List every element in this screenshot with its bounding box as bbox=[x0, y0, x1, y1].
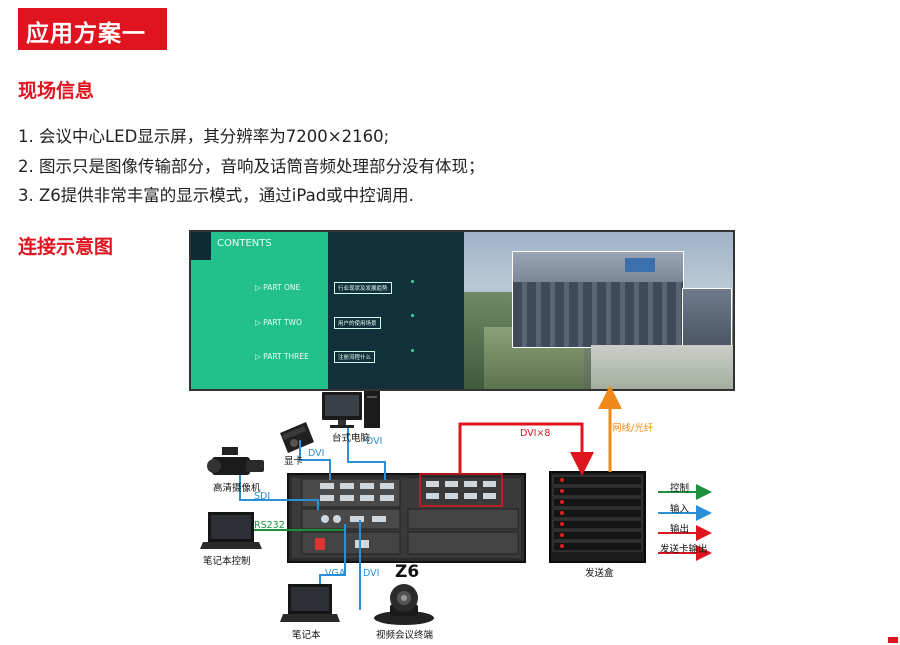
diagram-heading: 连接示意图 bbox=[18, 236, 114, 258]
sender-box bbox=[549, 471, 646, 563]
link-sdi bbox=[239, 475, 319, 510]
legend-input-label: 输入 bbox=[670, 504, 690, 515]
label-dvi-x8: DVI×8 bbox=[520, 428, 551, 439]
label-dvi-terminal: DVI bbox=[363, 568, 380, 579]
site-info-heading: 现场信息 bbox=[18, 80, 95, 102]
link-vga bbox=[319, 524, 346, 584]
photo-building bbox=[591, 345, 733, 389]
graphics-card-icon bbox=[280, 422, 314, 453]
led-dot bbox=[411, 314, 414, 317]
led-contents-title: CONTENTS bbox=[217, 238, 272, 249]
link-dvi-x8 bbox=[458, 422, 594, 476]
site-info-line-2: 2. 图示只是图像传输部分，音响及话筒音频处理部分没有体现； bbox=[18, 157, 485, 176]
label-graphics-card: 显卡 bbox=[284, 456, 304, 467]
hd-camera-icon bbox=[207, 447, 264, 475]
photo-window-conference bbox=[512, 251, 684, 348]
laptop-icon bbox=[280, 584, 340, 622]
legend-output-label: 输出 bbox=[670, 524, 690, 535]
label-sdi: SDI bbox=[254, 491, 271, 502]
label-z6: Z6 bbox=[395, 562, 420, 582]
led-tag-2: 用户的使用场景 bbox=[334, 317, 381, 329]
led-photo-panel bbox=[464, 232, 733, 389]
led-tag-3: 注册流程什么 bbox=[334, 351, 376, 363]
site-info-line-1: 1. 会议中心LED显示屏，其分辨率为7200×2160; bbox=[18, 127, 390, 146]
led-contents-panel: CONTENTS ▷ PART ONE ▷ PART TWO ▷ PART TH… bbox=[191, 232, 328, 389]
led-screen: CONTENTS ▷ PART ONE ▷ PART TWO ▷ PART TH… bbox=[191, 232, 733, 389]
led-tag-1: 行业现状及发展趋势 bbox=[334, 282, 392, 294]
label-video-terminal: 视频会议终端 bbox=[376, 630, 434, 641]
led-corner-block bbox=[191, 232, 211, 260]
photo-window-side bbox=[682, 288, 732, 356]
led-part-two: ▷ PART TWO bbox=[255, 318, 302, 327]
label-vga: VGA bbox=[325, 568, 346, 579]
legend-control-label: 控制 bbox=[670, 483, 690, 494]
label-rs232: RS232 bbox=[254, 520, 285, 531]
desktop-computer-icon bbox=[322, 391, 380, 428]
z6-rack bbox=[287, 473, 526, 563]
label-sender-box: 发送盒 bbox=[585, 568, 614, 579]
laptop-control-icon bbox=[200, 512, 262, 549]
label-laptop: 笔记本 bbox=[292, 630, 321, 641]
led-dot bbox=[411, 280, 414, 283]
link-dvi-desktop bbox=[347, 428, 386, 480]
link-dvi-card bbox=[299, 440, 331, 480]
site-info-line-3: 3. Z6提供非常丰富的显示模式，通过iPad或中控调用. bbox=[18, 186, 414, 205]
led-dot bbox=[411, 349, 414, 352]
section-header: 应用方案一 bbox=[18, 8, 167, 50]
label-desktop: 台式电脑 bbox=[332, 433, 371, 444]
label-laptop-control: 笔记本控制 bbox=[203, 556, 251, 567]
page-marker bbox=[888, 637, 898, 643]
led-part-three: ▷ PART THREE bbox=[255, 352, 309, 361]
label-hd-camera: 高清摄像机 bbox=[213, 483, 261, 494]
label-dvi-desktop: DVI bbox=[366, 436, 383, 447]
led-part-one: ▷ PART ONE bbox=[255, 283, 301, 292]
label-dvi-card: DVI bbox=[308, 448, 325, 459]
legend-sender-output-label: 发送卡输出 bbox=[660, 544, 708, 555]
video-terminal-icon bbox=[374, 584, 434, 625]
label-network-fiber: 网线/光纤 bbox=[612, 423, 654, 434]
section-title: 应用方案一 bbox=[26, 21, 146, 47]
led-tags-panel: 行业现状及发展趋势 用户的使用场景 注册流程什么 bbox=[328, 232, 464, 389]
